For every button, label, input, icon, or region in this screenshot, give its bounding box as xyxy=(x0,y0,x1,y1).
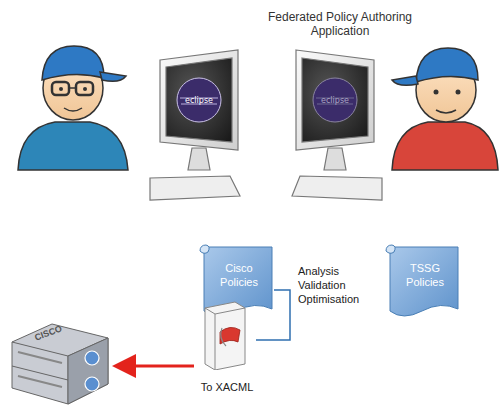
conv-node: To XACML xyxy=(194,298,260,394)
server-stack xyxy=(8,316,118,408)
logo-text: eclipse xyxy=(179,96,219,105)
converter-icon xyxy=(194,298,256,370)
edge-label: Analysis Validation Optimisation xyxy=(296,264,378,306)
converter-label: To XACML xyxy=(194,380,260,394)
scroll-node: TSSG Policies xyxy=(384,243,460,319)
logo-text: eclipse xyxy=(315,96,355,105)
diagram-title: Federated Policy Authoring Application xyxy=(240,10,440,38)
scroll-label: Cisco Policies xyxy=(210,261,268,289)
arrow-connector xyxy=(118,365,194,368)
scroll-label: TSSG Policies xyxy=(396,261,454,289)
server-node: CISCO xyxy=(8,316,118,408)
